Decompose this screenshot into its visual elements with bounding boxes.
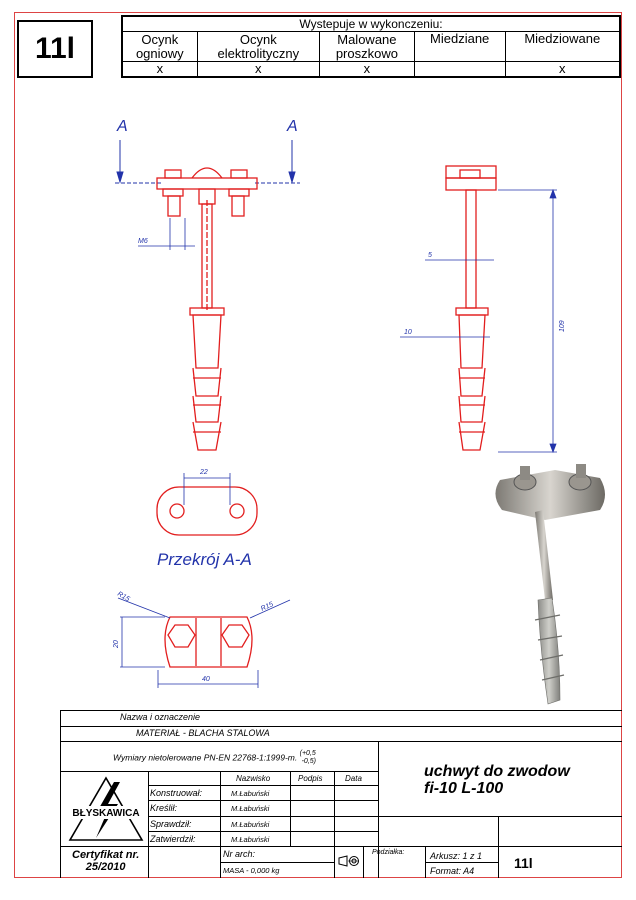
radius-right-label: R15 — [260, 601, 275, 613]
role-name: M.Łabuński — [231, 789, 270, 798]
variant-mark: x — [504, 61, 621, 78]
drawing-code: 11l — [17, 20, 93, 78]
certificate: Certyfikat nr.25/2010 — [72, 849, 140, 873]
projection-symbol-icon — [338, 855, 359, 867]
dim-bottom-width-label: 40 — [202, 676, 210, 683]
dim-diameter-label: 10 — [404, 329, 412, 336]
dim-width-label: 5 — [428, 252, 432, 259]
variant-miedziane: Miedziane — [413, 31, 506, 62]
tolerance-text: Wymiary nietolerowane PN-EN 22768-1:1999… — [113, 750, 316, 765]
section-caption: Przekrój A-A — [157, 550, 252, 569]
dim-length-label: 109 — [559, 320, 566, 332]
col-date: Data — [345, 774, 362, 783]
company-logo: BŁYSKAWICA — [68, 776, 144, 841]
role-label: Konstruował: — [150, 788, 203, 798]
mass-label: MASA - 0,000 kg — [223, 866, 280, 875]
variant-mark: x — [121, 61, 198, 78]
col-sign: Podpis — [298, 774, 323, 783]
drawing-frame — [14, 12, 622, 878]
hole-spacing-dimension — [183, 473, 231, 505]
role-label: Kreślił: — [150, 803, 178, 813]
col-name: Nazwisko — [236, 774, 271, 783]
dim-height-label: 20 — [113, 640, 120, 649]
front-view — [156, 167, 258, 451]
top-view — [164, 616, 253, 668]
hole-spacing-label: 22 — [199, 469, 208, 476]
title-block-code: 11l — [514, 855, 533, 871]
top-dimensions — [117, 597, 291, 688]
role-label: Zatwierdził: — [150, 834, 196, 844]
radius-left-label: R15 — [116, 591, 131, 604]
thread-dimension — [138, 218, 195, 250]
format-label: Format: A4 — [430, 866, 475, 876]
svg-text:BŁYSKAWICA: BŁYSKAWICA — [72, 808, 139, 819]
variant-mark: x — [196, 61, 320, 78]
variant-mark: x — [318, 61, 415, 78]
variant-miedziowane: Miedziowane — [504, 31, 621, 62]
section-arrows — [115, 140, 300, 184]
role-name: M.Łabuński — [231, 835, 270, 844]
role-label: Sprawdził: — [150, 819, 192, 829]
section-view — [156, 486, 258, 536]
role-name: M.Łabuński — [231, 820, 270, 829]
name-label: Nazwa i oznaczenie — [120, 712, 201, 722]
arch-label: Nr arch: — [223, 849, 256, 859]
thread-label: M6 — [138, 238, 148, 245]
section-mark-left: A — [116, 118, 128, 135]
scale-label: Podziałka: — [372, 849, 405, 856]
section-mark-right: A — [286, 118, 298, 135]
side-view — [445, 165, 497, 451]
role-name: M.Łabuński — [231, 804, 270, 813]
sheet-label: Arkusz: 1 z 1 — [430, 851, 483, 861]
product-photo — [495, 464, 605, 705]
material-text: MATERIAŁ - BLACHA STALOWA — [136, 728, 270, 738]
side-dimensions — [400, 188, 557, 454]
